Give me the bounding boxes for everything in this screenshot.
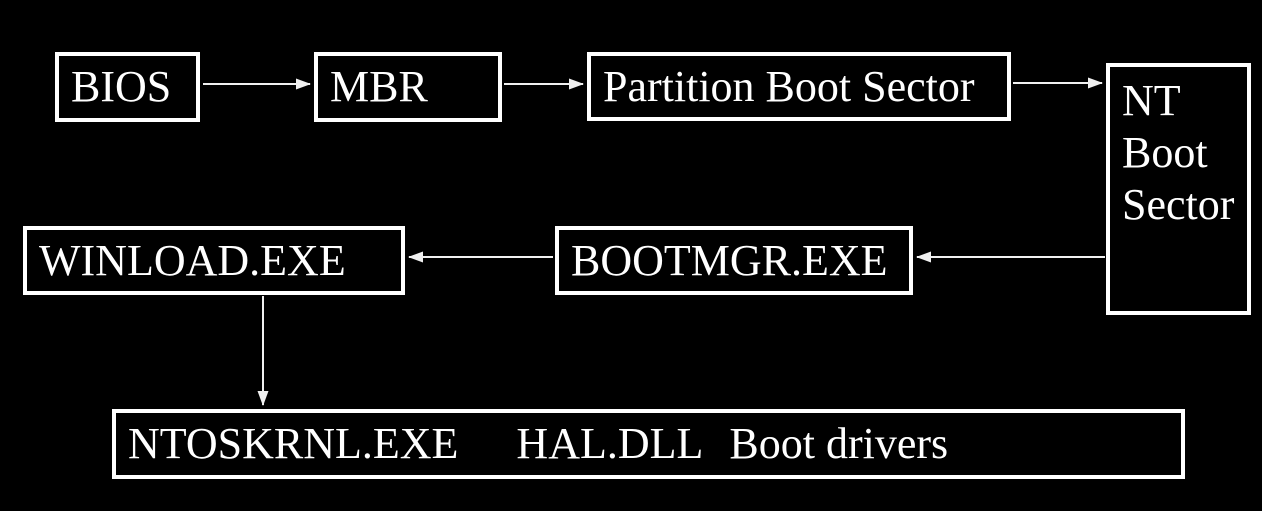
node-kernel-hal-label: HAL.DLL (516, 419, 704, 468)
node-kernel-ntoskrnl-label: NTOSKRNL.EXE (128, 419, 459, 468)
node-kernel-boot-drivers-label: Boot drivers (729, 419, 949, 468)
node-bios-label: BIOS (71, 62, 172, 111)
node-nt-boot-sector: NT Boot Sector (1106, 63, 1251, 315)
node-nt-boot-sector-line2: Boot (1122, 128, 1208, 177)
node-bootmgr: BOOTMGR.EXE (555, 226, 913, 295)
node-bootmgr-label: BOOTMGR.EXE (571, 235, 888, 285)
node-winload: WINLOAD.EXE (23, 226, 405, 295)
node-mbr: MBR (314, 52, 502, 122)
node-partition-boot-sector: Partition Boot Sector (587, 52, 1011, 121)
node-nt-boot-sector-line3: Sector (1122, 180, 1235, 229)
node-partition-boot-sector-label: Partition Boot Sector (603, 61, 975, 111)
node-mbr-label: MBR (330, 62, 428, 111)
node-nt-boot-sector-line1: NT (1122, 76, 1181, 125)
node-winload-label: WINLOAD.EXE (39, 235, 346, 285)
node-bios: BIOS (55, 52, 200, 122)
node-kernel-components: NTOSKRNL.EXE HAL.DLL Boot drivers (112, 409, 1185, 479)
